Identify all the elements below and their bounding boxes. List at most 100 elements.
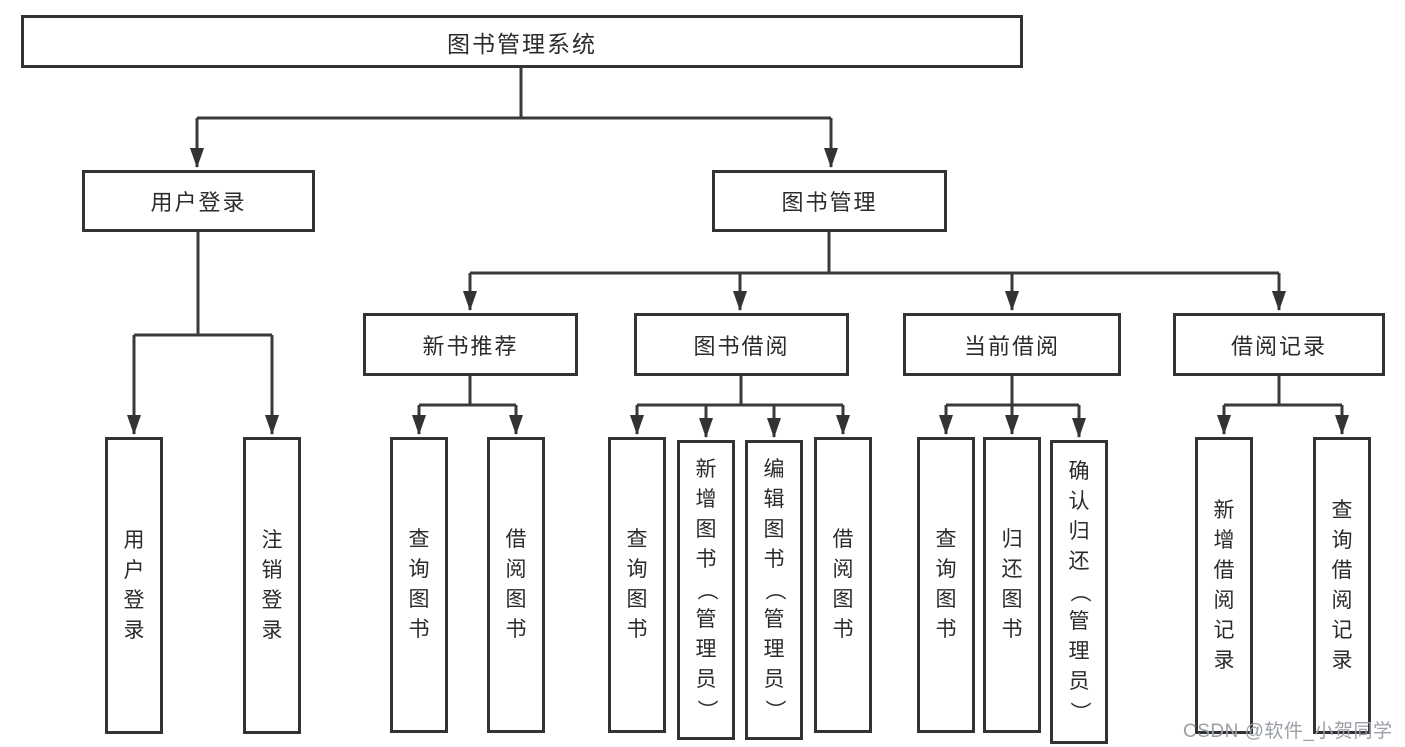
vertical-char: 阅 bbox=[832, 558, 854, 581]
vertical-char: 归 bbox=[1068, 520, 1090, 543]
vertical-char: ） bbox=[1068, 701, 1091, 723]
vertical-char: 书 bbox=[832, 618, 854, 641]
vertical-char: 查 bbox=[626, 528, 648, 551]
leaf-label: 借阅图书 bbox=[490, 440, 542, 730]
vertical-char: 录 bbox=[123, 618, 145, 642]
leaf-confirm-return-admin: 确认归还 （ 管理员 ） bbox=[1050, 440, 1108, 744]
vertical-char: 书 bbox=[408, 618, 430, 641]
vertical-char: 记 bbox=[1213, 618, 1235, 642]
leaf-borrow-books-1: 借阅图书 bbox=[487, 437, 545, 733]
vertical-char: 归 bbox=[1001, 528, 1023, 551]
vertical-char: 阅 bbox=[1331, 588, 1353, 612]
vertical-char: （ bbox=[763, 579, 786, 601]
vertical-char: 编 bbox=[763, 458, 785, 481]
vertical-char: 图 bbox=[832, 588, 854, 611]
leaf-add-borrow-record: 新增借阅记录 bbox=[1195, 437, 1253, 734]
node-borrowing-records: 借阅记录 bbox=[1173, 313, 1385, 376]
vertical-char: 查 bbox=[935, 528, 957, 551]
vertical-char: 录 bbox=[1331, 648, 1353, 672]
leaf-label: 借阅图书 bbox=[817, 440, 869, 730]
vertical-char: 书 bbox=[626, 618, 648, 641]
leaf-label: 查询借阅记录 bbox=[1316, 440, 1368, 731]
vertical-char: 书 bbox=[935, 618, 957, 641]
vertical-char: 管 bbox=[763, 608, 785, 631]
vertical-char: 图 bbox=[763, 518, 785, 541]
leaf-add-books-admin: 新增图书 （ 管理员 ） bbox=[677, 440, 735, 740]
vertical-char: 登 bbox=[261, 588, 283, 612]
vertical-char: 登 bbox=[123, 588, 145, 612]
vertical-char: 员 bbox=[695, 668, 717, 691]
vertical-char: 查 bbox=[1331, 498, 1353, 522]
leaf-label: 确认归还 （ 管理员 ） bbox=[1053, 443, 1105, 741]
leaf-query-books-1: 查询图书 bbox=[390, 437, 448, 733]
vertical-char: 书 bbox=[1001, 618, 1023, 641]
leaf-label: 查询图书 bbox=[920, 440, 972, 730]
vertical-char: 阅 bbox=[505, 558, 527, 581]
leaf-label: 归还图书 bbox=[986, 440, 1038, 730]
vertical-char: 借 bbox=[505, 528, 527, 551]
vertical-char: 新 bbox=[1213, 498, 1235, 522]
leaf-label: 新增借阅记录 bbox=[1198, 440, 1250, 731]
vertical-char: （ bbox=[695, 579, 718, 601]
leaf-query-borrow-record: 查询借阅记录 bbox=[1313, 437, 1371, 734]
leaf-label: 查询图书 bbox=[611, 440, 663, 730]
vertical-char: 销 bbox=[261, 558, 283, 582]
vertical-char: 借 bbox=[1331, 558, 1353, 582]
vertical-char: 记 bbox=[1331, 618, 1353, 642]
vertical-char: 理 bbox=[1068, 640, 1090, 663]
vertical-char: 增 bbox=[1213, 528, 1235, 552]
leaf-borrow-books-2: 借阅图书 bbox=[814, 437, 872, 733]
vertical-char: 录 bbox=[1213, 648, 1235, 672]
vertical-char: 管 bbox=[1068, 610, 1090, 633]
node-library-management-system: 图书管理系统 bbox=[21, 15, 1023, 68]
vertical-char: 查 bbox=[408, 528, 430, 551]
vertical-char: 辑 bbox=[763, 488, 785, 511]
leaf-label: 编辑图书（管理员） bbox=[748, 443, 800, 737]
vertical-char: ） bbox=[695, 699, 718, 721]
vertical-char: 员 bbox=[1068, 670, 1090, 693]
vertical-char: 图 bbox=[505, 588, 527, 611]
vertical-char: 询 bbox=[626, 558, 648, 581]
vertical-char: （ bbox=[1068, 581, 1091, 603]
leaf-label: 用户登录 bbox=[108, 440, 160, 731]
leaf-return-books: 归还图书 bbox=[983, 437, 1041, 733]
vertical-char: 确 bbox=[1068, 460, 1090, 483]
vertical-char: 新 bbox=[695, 458, 717, 481]
vertical-char: ） bbox=[763, 699, 786, 721]
vertical-char: 录 bbox=[261, 618, 283, 642]
leaf-query-books-2: 查询图书 bbox=[608, 437, 666, 733]
vertical-char: 书 bbox=[505, 618, 527, 641]
vertical-char: 图 bbox=[408, 588, 430, 611]
leaf-logout: 注销登录 bbox=[243, 437, 301, 734]
leaf-edit-books-admin: 编辑图书（管理员） bbox=[745, 440, 803, 740]
vertical-char: 管 bbox=[695, 608, 717, 631]
leaf-label: 新增图书 （ 管理员 ） bbox=[680, 443, 732, 737]
watermark: CSDN @软件_小贺同学 bbox=[1183, 721, 1393, 742]
leaf-query-books-3: 查询图书 bbox=[917, 437, 975, 733]
vertical-char: 增 bbox=[695, 488, 717, 511]
leaf-label: 注销登录 bbox=[246, 440, 298, 731]
vertical-char: 询 bbox=[1331, 528, 1353, 552]
node-user-login: 用户登录 bbox=[82, 170, 315, 232]
vertical-char: 认 bbox=[1068, 490, 1090, 513]
vertical-char: 书 bbox=[695, 548, 717, 571]
vertical-char: 借 bbox=[1213, 558, 1235, 582]
vertical-char: 注 bbox=[261, 528, 283, 552]
leaf-label: 查询图书 bbox=[393, 440, 445, 730]
vertical-char: 图 bbox=[626, 588, 648, 611]
node-book-borrowing: 图书借阅 bbox=[634, 313, 849, 376]
node-book-management: 图书管理 bbox=[712, 170, 947, 232]
vertical-char: 还 bbox=[1068, 550, 1090, 573]
vertical-char: 员 bbox=[763, 668, 785, 691]
vertical-char: 书 bbox=[763, 548, 785, 571]
vertical-char: 还 bbox=[1001, 558, 1023, 581]
vertical-char: 理 bbox=[695, 638, 717, 661]
vertical-char: 图 bbox=[695, 518, 717, 541]
vertical-char: 询 bbox=[408, 558, 430, 581]
vertical-char: 询 bbox=[935, 558, 957, 581]
vertical-char: 图 bbox=[935, 588, 957, 611]
vertical-char: 阅 bbox=[1213, 588, 1235, 612]
node-current-borrowing: 当前借阅 bbox=[903, 313, 1121, 376]
vertical-char: 图 bbox=[1001, 588, 1023, 611]
